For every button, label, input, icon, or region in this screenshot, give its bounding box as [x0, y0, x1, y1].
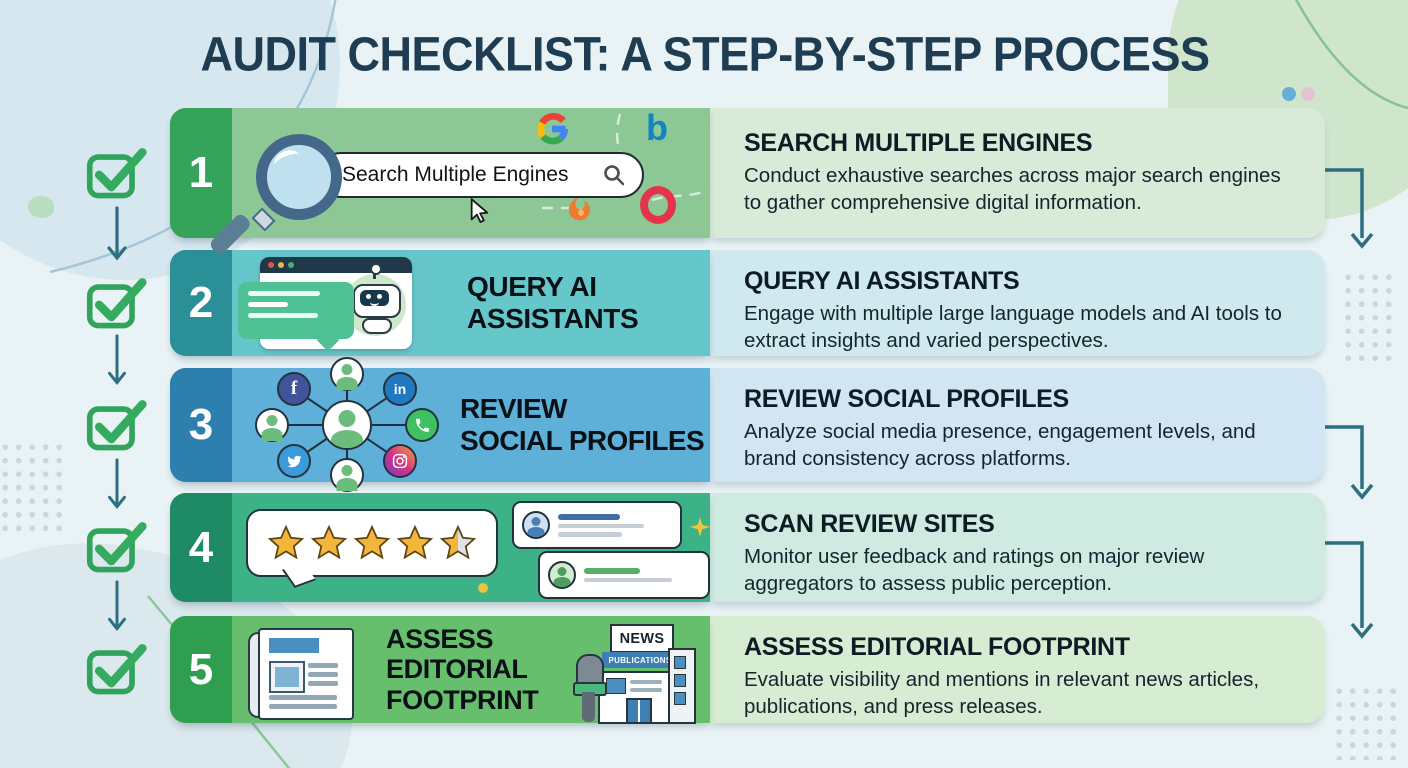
step-title: REVIEW SOCIAL PROFILES: [744, 385, 1069, 413]
microphone-icon: [573, 654, 607, 724]
opera-logo-icon: [640, 186, 676, 224]
news-sign: NEWS: [610, 624, 674, 653]
checked-checkbox-icon: [86, 144, 148, 202]
down-arrow-icon: [107, 334, 127, 397]
step-band-label: QUERY AI ASSISTANTS: [467, 271, 639, 334]
chat-bubble-icon: [238, 282, 354, 339]
flame-logo-icon: [568, 191, 590, 221]
ai-assistant-illustration: QUERY AI ASSISTANTS: [232, 250, 710, 356]
step-title: ASSESS EDITORIAL FOOTPRINT: [744, 633, 1130, 661]
step-row-review-sites: 4: [170, 493, 1325, 602]
profile-avatar: [330, 357, 364, 391]
step-connector-arrows: [1324, 168, 1374, 639]
star-icon: [310, 524, 348, 560]
sparkle-icon: [690, 517, 710, 537]
magnifying-glass-icon: [256, 134, 342, 220]
checked-checkbox-icon: [86, 518, 148, 576]
step-row-ai-assistants: 2: [170, 250, 1325, 356]
dot-grid-left: [2, 444, 70, 536]
checked-checkbox-icon: [86, 274, 148, 332]
step-detail-panel: REVIEW SOCIAL PROFILES Analyze social me…: [710, 368, 1325, 482]
search-icon: [604, 165, 625, 186]
decorative-dot: [478, 583, 488, 593]
step-band-label: ASSESS EDITORIAL FOOTPRINT: [386, 623, 539, 715]
dot-grid-bottom-right: [1336, 688, 1404, 760]
down-arrow-icon: [107, 458, 127, 521]
publications-banner: PUBLICATIONS: [602, 652, 678, 668]
step-number: 3: [170, 368, 232, 482]
step-band: 3: [170, 357, 710, 492]
reviewer-avatar: [522, 511, 550, 539]
step-number: 1: [170, 108, 232, 238]
reviews-illustration: [232, 493, 710, 602]
star-icon: [396, 524, 434, 560]
page-title: AUDIT CHECKLIST: A STEP-BY-STEP PROCESS: [200, 26, 1210, 82]
checked-checkbox-icon: [86, 640, 148, 698]
step-description: Evaluate visibility and mentions in rele…: [744, 668, 1260, 718]
step-description: Analyze social media presence, engagemen…: [744, 420, 1256, 470]
decorative-blob-small: [28, 196, 54, 218]
twitter-icon: [277, 444, 311, 478]
star-icon: [267, 524, 305, 560]
step-band-label: REVIEW SOCIAL PROFILES: [460, 393, 705, 456]
dot-grid-right: [1345, 274, 1399, 367]
decorative-dot-pink: [1301, 87, 1315, 101]
step-detail-panel: SCAN REVIEW SITES Monitor user feedback …: [710, 493, 1325, 602]
step-title: SEARCH MULTIPLE ENGINES: [744, 129, 1093, 157]
step-number: 2: [170, 250, 232, 356]
reviewer-avatar: [548, 561, 576, 589]
step-row-search-engines: 1 Search Multiple Engines: [170, 107, 1325, 257]
social-network-illustration: in f: [232, 357, 710, 492]
step-description: Engage with multiple large language mode…: [744, 302, 1282, 352]
step-detail-panel: SEARCH MULTIPLE ENGINES Conduct exhausti…: [710, 108, 1325, 238]
step-band: 4: [170, 493, 710, 602]
star-icon: [353, 524, 391, 560]
down-arrow-icon: [107, 206, 127, 273]
news-building-icon: NEWS PUBLICATIONS: [573, 624, 696, 724]
whatsapp-icon: [405, 408, 439, 442]
down-arrow-icon: [107, 580, 127, 643]
profile-avatar: [330, 458, 364, 492]
step-description: Monitor user feedback and ratings on maj…: [744, 545, 1205, 595]
search-bar: Search Multiple Engines: [318, 152, 644, 198]
review-card: [512, 501, 682, 549]
star-rating-bubble: [246, 509, 498, 577]
editorial-illustration: ASSESS EDITORIAL FOOTPRINT NEWS PUBLICAT…: [232, 616, 710, 724]
step-band: 2: [170, 250, 710, 356]
step-row-editorial-footprint: 5 ASSESS EDITORIAL: [170, 616, 1325, 724]
search-illustration: Search Multiple Engines b: [207, 107, 710, 257]
step-number: 4: [170, 493, 232, 602]
step-number: 5: [170, 616, 232, 723]
step-band: 5 ASSESS EDITORIAL: [170, 616, 710, 724]
instagram-icon: [383, 444, 417, 478]
bing-logo-icon: b: [646, 107, 668, 148]
google-logo-icon: [537, 112, 569, 145]
step-band: 1 Search Multiple Engines: [170, 107, 710, 257]
step-detail-panel: ASSESS EDITORIAL FOOTPRINT Evaluate visi…: [710, 616, 1325, 723]
decorative-dot-blue: [1282, 87, 1296, 101]
step-title: QUERY AI ASSISTANTS: [744, 267, 1020, 295]
review-card: [538, 551, 710, 599]
step-description: Conduct exhaustive searches across major…: [744, 164, 1281, 214]
step-detail-panel: QUERY AI ASSISTANTS Engage with multiple…: [710, 250, 1325, 356]
linkedin-icon: in: [383, 372, 417, 406]
checked-checkbox-icon: [86, 396, 148, 454]
step-row-social-profiles: 3: [170, 357, 1325, 492]
search-bar-text: Search Multiple Engines: [342, 163, 569, 186]
cursor-icon: [470, 198, 489, 223]
profile-avatar: [322, 400, 372, 450]
robot-icon: [344, 263, 406, 336]
profile-avatar: [255, 408, 289, 442]
step-title: SCAN REVIEW SITES: [744, 510, 995, 538]
facebook-icon: f: [277, 372, 311, 406]
browser-titlebar: [260, 257, 412, 273]
half-star-icon: [439, 524, 477, 560]
newspaper-icon: [248, 628, 354, 720]
